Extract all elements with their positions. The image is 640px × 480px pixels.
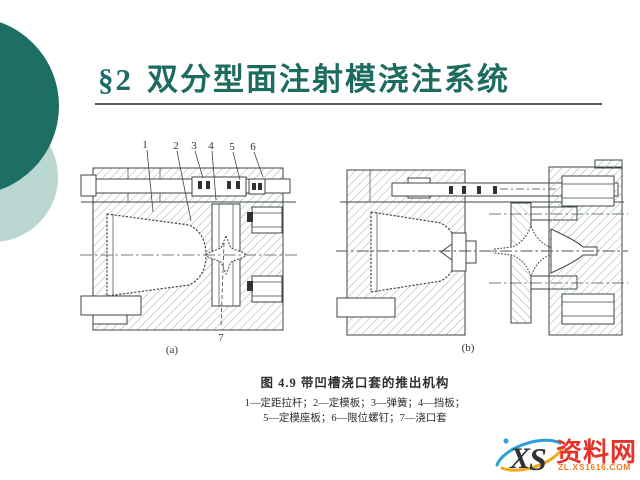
swirl-orange-arc (500, 445, 565, 472)
slide-title: §2 双分型面注射模浇注系统 (98, 54, 618, 99)
sprue-funnel-b (550, 228, 598, 274)
part-numbers-a: 1 2 3 4 5 6 7 (a) (142, 139, 256, 356)
part-label-5: 5 (229, 141, 235, 153)
title-underline (95, 103, 602, 105)
watermark-x: X (509, 442, 531, 475)
guide-rod-a (80, 295, 142, 316)
leader-line-7 (220, 242, 225, 328)
watermark-site-url: ZL.XS1616.COM (558, 462, 631, 472)
molded-part-b (370, 211, 458, 293)
sublabel-a: (a) (166, 344, 179, 356)
part-label-6: 6 (250, 141, 256, 153)
watermark-site-name: 资料网 (556, 438, 638, 467)
title-section-number: §2 (98, 62, 133, 97)
spring-fasteners-a (198, 181, 240, 189)
watermark-s: S (529, 441, 547, 477)
guide-rod-b (336, 297, 396, 318)
part-label-1: 1 (142, 139, 148, 151)
figure-legend-line2: 5—定模座板；6—限位螺钉；7—浇口套 (263, 413, 447, 424)
figure-b-drawing (336, 159, 628, 336)
swirl-dot (503, 438, 509, 444)
part-label-4: 4 (208, 140, 214, 152)
watermark-logo: X S 资料网 ZL.XS1616.COM (492, 424, 640, 478)
leader-lines-a (146, 149, 264, 222)
figure-caption: 图 4.9 带凹槽浇口套的推出机构 (260, 376, 450, 390)
part-label-2: 2 (173, 140, 179, 152)
figure-legend-line1: 1—定距拉杆；2—定模板；3—弹簧；4—挡板； (244, 398, 466, 409)
part-label-3: 3 (191, 140, 197, 152)
part-label-7: 7 (218, 332, 224, 344)
sublabel-b: (b) (462, 342, 475, 354)
swirl-blue-arc (495, 438, 562, 467)
figure-a-drawing (80, 149, 300, 331)
mold-figure: 1 2 3 4 5 6 7 (a) (80, 139, 628, 356)
watermark-swirl: X S (495, 438, 565, 477)
title-text: 双分型面注射模浇注系统 (147, 62, 510, 97)
